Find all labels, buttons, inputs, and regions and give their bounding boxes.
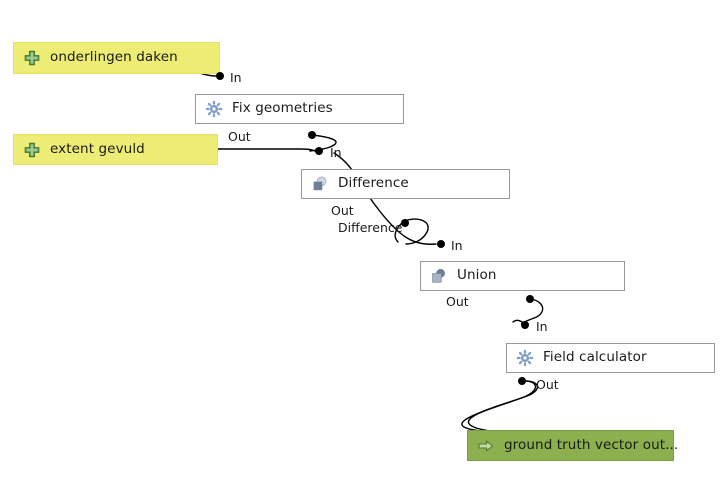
union-geometry-icon [432, 268, 445, 283]
node-label: Difference [338, 175, 409, 192]
port-dot-fix-geometries-out[interactable] [308, 131, 316, 139]
port-field-calculator-in[interactable]: In [536, 319, 548, 334]
port-dot-difference-out[interactable] [401, 219, 409, 227]
wire-input2-to-difference [217, 148, 316, 152]
node-fix-geometries[interactable]: Fix geometries [195, 94, 404, 124]
port-fix-geometries-in[interactable]: In [230, 70, 242, 85]
node-label: Fix geometries [232, 100, 333, 117]
port-dot-field-calculator-out[interactable] [518, 377, 526, 385]
port-difference-out-difference[interactable]: Difference [338, 220, 403, 235]
node-union[interactable]: Union [420, 261, 625, 291]
wire-fieldcalculator-to-output [467, 380, 538, 434]
node-difference[interactable]: Difference [301, 169, 510, 199]
node-label: extent gevuld [50, 140, 145, 157]
arrow-right-output-icon [478, 440, 494, 451]
port-union-in[interactable]: In [451, 238, 463, 253]
port-difference-out[interactable]: Out [331, 203, 354, 218]
add-input-icon [24, 142, 40, 157]
node-input-extent-gevuld[interactable]: extent gevuld [13, 134, 218, 165]
port-field-calculator-out[interactable]: Out [536, 377, 559, 392]
port-dot-union-out[interactable] [526, 295, 534, 303]
difference-geometry-icon [313, 176, 327, 191]
node-label: ground truth vector out... [504, 436, 679, 453]
node-field-calculator[interactable]: Field calculator [506, 343, 715, 373]
node-label: onderlingen daken [50, 49, 178, 66]
gear-icon [516, 349, 534, 367]
gear-icon [205, 100, 223, 118]
add-input-icon [24, 50, 40, 66]
node-label: Field calculator [543, 349, 647, 366]
node-output-ground-truth[interactable]: ground truth vector out... [467, 430, 678, 461]
port-union-out[interactable]: Out [446, 294, 469, 309]
port-dot-fix-geometries-in[interactable] [216, 72, 224, 80]
node-input-onderlingen-daken[interactable]: onderlingen daken [13, 42, 220, 74]
node-label: Union [457, 267, 497, 284]
port-difference-in[interactable]: In [330, 145, 342, 160]
port-fix-geometries-out[interactable]: Out [228, 129, 251, 144]
port-dot-field-calculator-in[interactable] [521, 321, 529, 329]
port-dot-difference-in[interactable] [315, 147, 323, 155]
wire-fieldcalculator-to-output-main [461, 380, 537, 433]
port-dot-union-in[interactable] [437, 240, 445, 248]
